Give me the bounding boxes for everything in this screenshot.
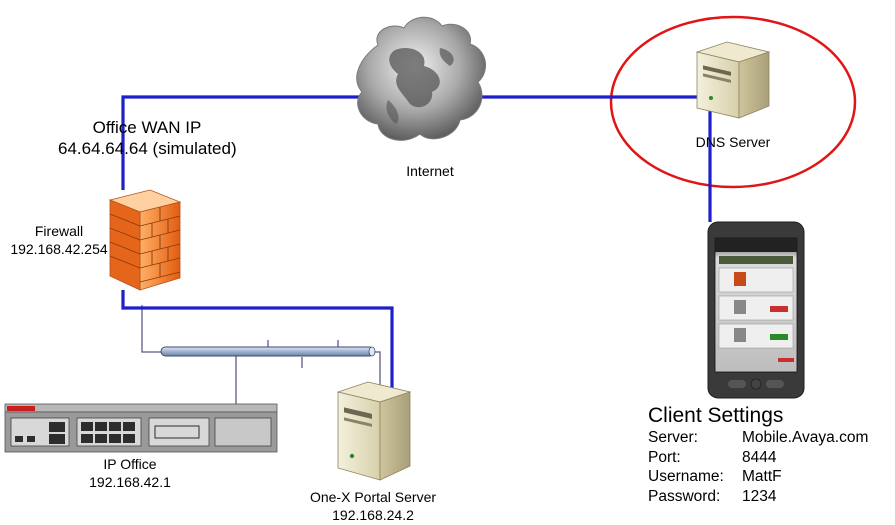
firewall-icon (108, 189, 182, 291)
firewall-ip: 192.168.42.254 (10, 241, 108, 257)
office-wan-ip: 64.64.64.64 (simulated) (58, 139, 237, 158)
client-settings-table: Server: Mobile.Avaya.com Port: 8444 User… (648, 428, 868, 506)
dns-server-label: DNS Server (695, 134, 771, 150)
settings-row: Port: 8444 (648, 448, 868, 468)
phone-icon (707, 221, 805, 399)
server-icon (695, 41, 771, 119)
portal-server-label: One-X Portal Server 192.168.24.2 (290, 488, 456, 524)
settings-row: Server: Mobile.Avaya.com (648, 428, 868, 448)
settings-key: Server: (648, 429, 698, 446)
settings-value: 1234 (742, 487, 777, 505)
internet-label: Internet (406, 163, 454, 179)
firewall-label: Firewall 192.168.42.254 (0, 222, 118, 258)
server-icon (336, 381, 412, 481)
ip-office-title: IP Office (103, 456, 157, 472)
office-wan-title: Office WAN IP (92, 118, 202, 137)
dns-highlight-ring (609, 15, 857, 189)
client-settings: Client Settings Server: Mobile.Avaya.com… (648, 403, 868, 506)
office-wan-label: Office WAN IP 64.64.64.64 (simulated) (58, 117, 237, 159)
portal-server-ip: 192.168.24.2 (332, 507, 414, 523)
settings-value: Mobile.Avaya.com (742, 429, 869, 446)
settings-row: Password: 1234 (648, 487, 868, 507)
settings-key: Port: (648, 448, 681, 466)
firewall-title: Firewall (34, 223, 84, 239)
settings-row: Username: MattF (648, 467, 868, 487)
ip-office-label: IP Office 192.168.42.1 (70, 455, 190, 491)
wan-links (121, 95, 712, 395)
settings-value: MattF (742, 468, 782, 485)
settings-value: 8444 (742, 448, 777, 466)
client-settings-title: Client Settings (648, 404, 784, 427)
portal-server-title: One-X Portal Server (309, 489, 437, 505)
settings-key: Password: (648, 487, 721, 505)
ip-office-ip: 192.168.42.1 (89, 474, 171, 490)
switch-icon (4, 403, 278, 453)
lan-hub-icon (160, 346, 376, 357)
globe-icon (356, 16, 486, 141)
settings-key: Username: (648, 468, 724, 485)
